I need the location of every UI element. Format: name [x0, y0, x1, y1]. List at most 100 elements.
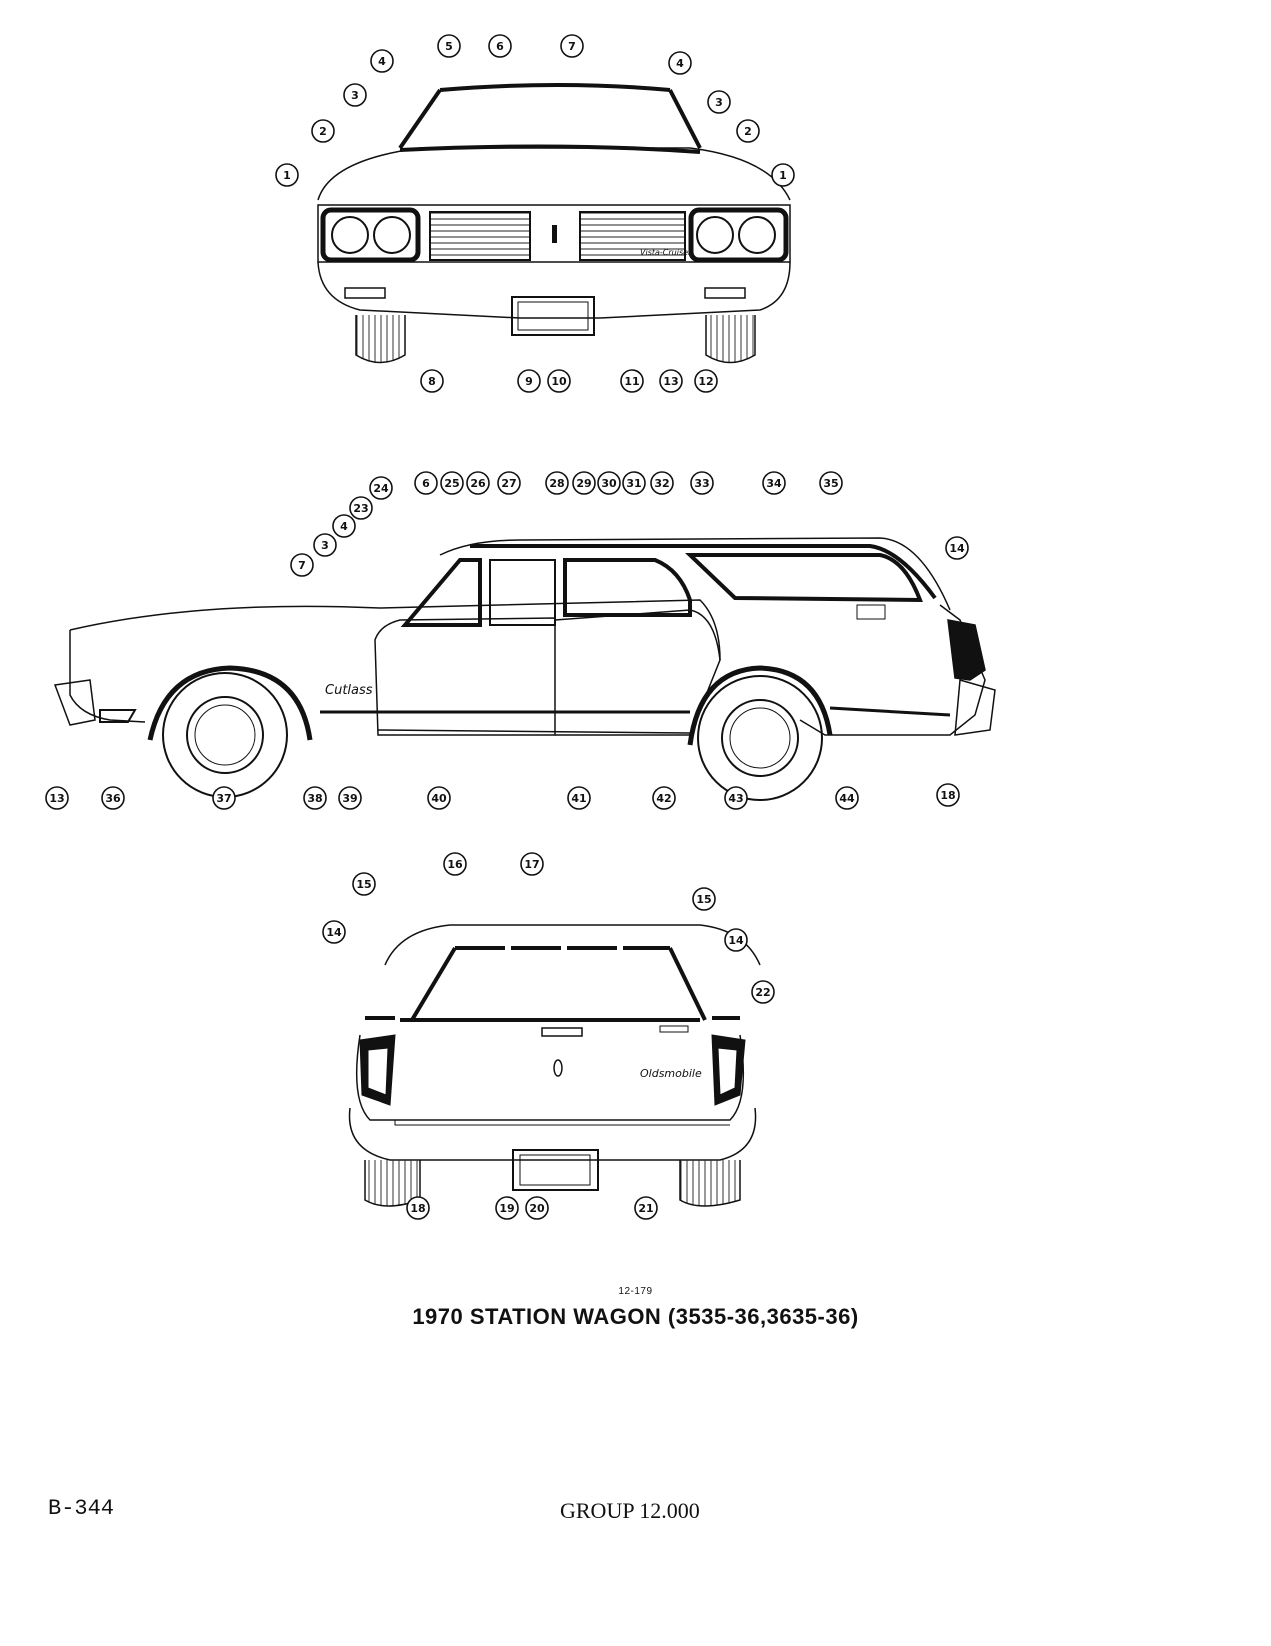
- callout-side-top-11: 34: [762, 471, 786, 495]
- callout-number: 4: [340, 520, 348, 533]
- callout-number: 18: [410, 1202, 425, 1215]
- callout-number: 18: [940, 789, 955, 802]
- callout-side-bottom-7: 41: [567, 786, 591, 810]
- figure-title: 1970 STATION WAGON (3535-36,3635-36): [412, 1304, 859, 1329]
- callout-number: 5: [445, 40, 453, 53]
- callout-front-2: 2: [311, 119, 335, 143]
- callout-rear-3: 15: [352, 872, 376, 896]
- callout-side-bottom-1: 13: [45, 786, 69, 810]
- callout-rear-1: 16: [443, 852, 467, 876]
- callout-side-top-8: 31: [622, 471, 646, 495]
- callout-number: 44: [839, 792, 855, 805]
- callout-side-top-18: 14: [945, 536, 969, 560]
- callout-number: 12: [698, 375, 713, 388]
- front-badge-text: Vista-Cruiser: [640, 248, 692, 257]
- callout-rear-8: 18: [406, 1196, 430, 1220]
- callout-number: 9: [525, 375, 533, 388]
- callout-number: 25: [444, 477, 459, 490]
- rear-script-text: Oldsmobile: [640, 1067, 702, 1080]
- callout-number: 7: [298, 559, 306, 572]
- callout-front-6: 6: [488, 34, 512, 58]
- callout-side-top-4: 27: [497, 471, 521, 495]
- callout-rear-11: 21: [634, 1196, 658, 1220]
- callout-number: 13: [663, 375, 678, 388]
- callout-number: 31: [626, 477, 641, 490]
- callout-number: 21: [638, 1202, 653, 1215]
- callout-front-16: 13: [659, 369, 683, 393]
- callout-side-bottom-6: 40: [427, 786, 451, 810]
- callout-number: 16: [447, 858, 463, 871]
- callout-front-9: 3: [707, 90, 731, 114]
- callout-number: 17: [524, 858, 539, 871]
- callout-number: 24: [373, 482, 389, 495]
- callout-side-bottom-3: 37: [212, 786, 236, 810]
- callout-side-bottom-9: 43: [724, 786, 748, 810]
- callout-number: 34: [766, 477, 782, 490]
- rear-view: Oldsmobile: [348, 924, 761, 1207]
- callout-front-13: 9: [517, 369, 541, 393]
- callout-rear-9: 19: [495, 1196, 519, 1220]
- callout-number: 35: [823, 477, 838, 490]
- side-script-text: Cutlass: [325, 683, 373, 698]
- callout-side-top-6: 29: [572, 471, 596, 495]
- callout-side-bottom-5: 39: [338, 786, 362, 810]
- callout-number: 3: [321, 539, 329, 552]
- callout-front-11: 1: [771, 163, 795, 187]
- callout-number: 26: [470, 477, 486, 490]
- callout-number: 15: [356, 878, 371, 891]
- callout-rear-4: 15: [692, 887, 716, 911]
- callout-front-17: 12: [694, 369, 718, 393]
- callout-number: 3: [351, 89, 359, 102]
- callout-number: 39: [342, 792, 357, 805]
- callout-number: 14: [728, 934, 744, 947]
- callout-number: 1: [779, 169, 787, 182]
- callout-rear-7: 22: [751, 980, 775, 1004]
- callout-front-14: 10: [547, 369, 571, 393]
- callout-number: 27: [501, 477, 516, 490]
- front-view: Vista-Cruiser: [317, 83, 791, 364]
- callout-front-12: 8: [420, 369, 444, 393]
- side-view: Cutlass: [53, 537, 996, 801]
- group-label: GROUP 12.000: [560, 1498, 700, 1523]
- callout-front-5: 5: [437, 34, 461, 58]
- callout-number: 40: [431, 792, 447, 805]
- callout-side-top-3: 26: [466, 471, 490, 495]
- callout-number: 4: [378, 55, 386, 68]
- callout-number: 43: [728, 792, 743, 805]
- callout-number: 7: [568, 40, 576, 53]
- callout-front-7: 7: [560, 34, 584, 58]
- callout-number: 20: [529, 1202, 545, 1215]
- callout-side-top-17: 7: [290, 553, 314, 577]
- callout-number: 11: [624, 375, 639, 388]
- callout-number: 14: [949, 542, 965, 555]
- page-number: B-344: [48, 1496, 115, 1521]
- callout-front-10: 2: [736, 119, 760, 143]
- callout-side-bottom-10: 44: [835, 786, 859, 810]
- callout-number: 42: [656, 792, 671, 805]
- callout-number: 13: [49, 792, 64, 805]
- callout-number: 30: [601, 477, 617, 490]
- callout-number: 32: [654, 477, 669, 490]
- callout-side-top-9: 32: [650, 471, 674, 495]
- callout-rear-10: 20: [525, 1196, 549, 1220]
- callout-number: 6: [496, 40, 504, 53]
- callout-number: 33: [694, 477, 709, 490]
- callout-side-top-5: 28: [545, 471, 569, 495]
- callout-side-top-14: 23: [349, 496, 373, 520]
- callout-side-bottom-8: 42: [652, 786, 676, 810]
- callout-side-top-1: 6: [414, 471, 438, 495]
- callout-number: 19: [499, 1202, 514, 1215]
- callout-front-8: 4: [668, 51, 692, 75]
- callout-number: 2: [319, 125, 327, 138]
- callout-number: 1: [283, 169, 291, 182]
- figure-code: 12-179: [618, 1286, 653, 1297]
- callout-front-4: 4: [370, 49, 394, 73]
- callout-side-top-13: 24: [369, 476, 393, 500]
- callout-side-top-7: 30: [597, 471, 621, 495]
- callout-number: 28: [549, 477, 564, 490]
- callout-number: 22: [755, 986, 770, 999]
- callout-number: 15: [696, 893, 711, 906]
- callout-side-top-2: 25: [440, 471, 464, 495]
